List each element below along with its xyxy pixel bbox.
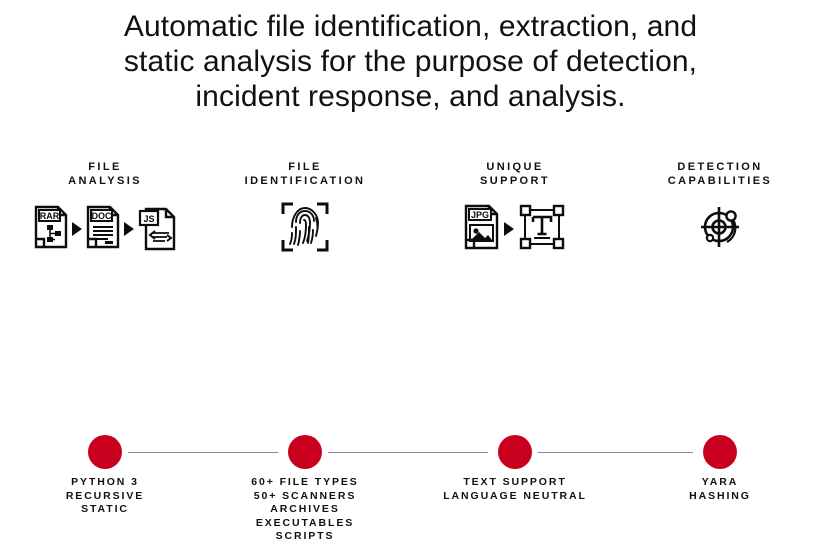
connector-segment-2 — [328, 452, 488, 453]
stage-file-analysis[interactable]: FILE ANALYSIS RAR — [0, 160, 215, 262]
stage-title-detection-capabilities: DETECTION CAPABILITIES — [667, 161, 773, 187]
jpg-image-file-icon: JPG — [464, 204, 500, 255]
stage-caption-detection-capabilities: YARA HASHING — [689, 476, 751, 502]
rar-file-icon: RAR — [34, 205, 68, 254]
stage-icons-unique-support: JPG — [405, 196, 625, 262]
stage-unique-support[interactable]: UNIQUE SUPPORT JPG — [405, 160, 625, 262]
stage-dot-unique-support — [498, 435, 532, 469]
page-headline: Automatic file identification, extractio… — [0, 0, 821, 114]
arrow-right-icon — [504, 222, 514, 236]
stage-icons-detection-capabilities — [610, 196, 821, 262]
arrow-right-icon — [72, 222, 82, 236]
headline-line-3: incident response, and analysis. — [195, 80, 626, 113]
js-file-icon: JS — [138, 203, 176, 256]
svg-text:JS: JS — [143, 214, 154, 224]
svg-text:RAR: RAR — [40, 211, 60, 221]
stage-dot-file-analysis — [88, 435, 122, 469]
stage-dot-file-identification — [288, 435, 322, 469]
pipeline-connector-track — [0, 452, 821, 453]
stage-title-file-identification: FILE IDENTIFICATION — [244, 161, 366, 187]
radar-target-icon — [695, 202, 745, 257]
svg-text:DOC: DOC — [92, 211, 113, 221]
stage-title-file-analysis: FILE ANALYSIS — [68, 161, 142, 187]
fingerprint-scan-icon — [279, 200, 331, 259]
stage-icons-file-identification — [195, 196, 415, 262]
stage-dot-detection-capabilities — [703, 435, 737, 469]
arrow-right-icon — [124, 222, 134, 236]
stage-icons-file-analysis: RAR DOC — [0, 196, 215, 262]
pipeline-infographic: FILE ANALYSIS RAR — [0, 160, 821, 542]
headline-line-1: Automatic file identification, extractio… — [123, 10, 698, 43]
connector-segment-1 — [128, 452, 278, 453]
stage-title-unique-support: UNIQUE SUPPORT — [480, 161, 550, 187]
svg-text:JPG: JPG — [471, 210, 489, 220]
headline-line-2: static analysis for the purpose of detec… — [123, 45, 698, 78]
stage-file-identification[interactable]: FILE IDENTIFICATION — [195, 160, 415, 262]
doc-file-icon: DOC — [86, 205, 120, 254]
stage-detection-capabilities[interactable]: DETECTION CAPABILITIES — [610, 160, 821, 262]
connector-segment-3 — [538, 452, 693, 453]
text-recognition-icon — [518, 203, 566, 256]
